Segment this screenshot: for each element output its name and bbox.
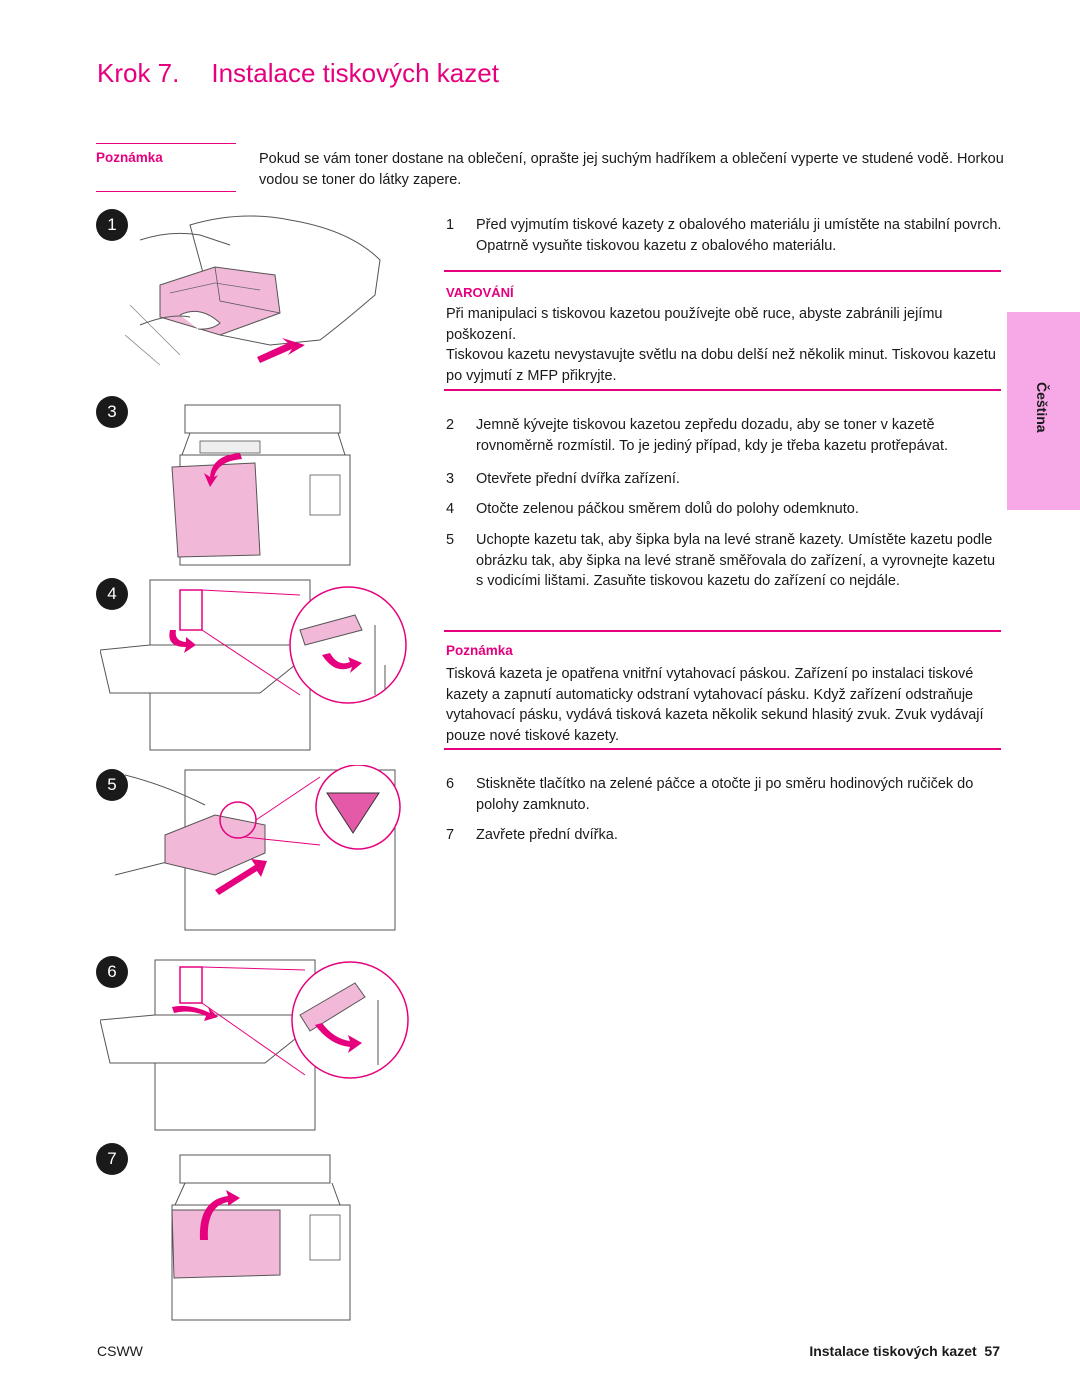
note-top-rule: [96, 143, 236, 144]
step-text: Otočte zelenou páčkou směrem dolů do pol…: [476, 501, 859, 517]
zoom-circle: [289, 586, 407, 704]
warning-line-2: Tiskovou kazetu nevystavujte světlu na d…: [446, 347, 996, 384]
step-2: 2 Jemně kývejte tiskovou kazetou zepředu…: [446, 415, 1002, 456]
language-tab: Čeština: [1007, 312, 1080, 510]
step-1: 1 Před vyjmutím tiskové kazety z obalové…: [446, 215, 1002, 256]
step-text: Otevřete přední dvířka zařízení.: [476, 471, 680, 487]
figure-badge-7: 7: [96, 1143, 128, 1175]
illustration-step-3: [171, 404, 351, 566]
step-text: Uchopte kazetu tak, aby šipka byla na le…: [476, 532, 996, 589]
arrow-icon: [315, 1023, 362, 1053]
figure-badge-3: 3: [96, 396, 128, 428]
cartridge-shape: [159, 266, 281, 336]
step-number: 6: [446, 776, 455, 792]
arrow-icon: [199, 1190, 240, 1240]
figure-badge-4: 4: [96, 578, 128, 610]
arrow-icon: [257, 338, 305, 363]
note2-top-rule: [444, 630, 1001, 632]
step-4: 4 Otočte zelenou páčkou směrem dolů do p…: [446, 499, 1002, 520]
page-title: Krok 7. Instalace tiskových kazet: [97, 58, 499, 89]
figure-badge-6: 6: [96, 956, 128, 988]
step-text: Před vyjmutím tiskové kazety z obalového…: [476, 217, 1002, 254]
language-tab-label: Čeština: [1034, 382, 1050, 433]
step-5: 5 Uchopte kazetu tak, aby šipka byla na …: [446, 530, 1002, 592]
step-text: Zavřete přední dvířka.: [476, 827, 618, 843]
step-text: Jemně kývejte tiskovou kazetou zepředu d…: [476, 417, 949, 454]
warning-top-rule: [444, 270, 1001, 272]
step-number: 3: [446, 471, 455, 487]
illustration-step-6: [100, 959, 409, 1131]
step-3: 3 Otevřete přední dvířka zařízení.: [446, 469, 1002, 490]
footer-left: CSWW: [97, 1343, 143, 1359]
figure-badge-1: 1: [96, 209, 128, 241]
footer-right: Instalace tiskových kazet 57: [809, 1343, 1000, 1359]
footer-section: Instalace tiskových kazet: [809, 1343, 977, 1359]
illustration-step-4: [100, 579, 407, 751]
title-text: Instalace tiskových kazet: [211, 58, 499, 88]
illustration-step-1: [124, 215, 381, 366]
step-number: 2: [446, 417, 455, 433]
page-number: 57: [984, 1343, 1000, 1359]
illustration-step-7: [171, 1154, 351, 1321]
warning-bottom-rule: [444, 389, 1001, 391]
illustration-step-5: [114, 765, 401, 931]
step-text: Stiskněte tlačítko na zelené páčce a oto…: [476, 776, 974, 813]
step-label: Krok 7.: [97, 58, 180, 88]
warning-label: VAROVÁNÍ: [446, 285, 514, 300]
step-7: 7 Zavřete přední dvířka.: [446, 825, 1002, 846]
zoom-circle: [291, 961, 409, 1079]
step-number: 4: [446, 501, 455, 517]
note2-bottom-rule: [444, 748, 1001, 750]
step-number: 5: [446, 532, 455, 548]
note-bottom-rule: [96, 191, 236, 192]
figure-badge-5: 5: [96, 769, 128, 801]
note-text: Pokud se vám toner dostane na oblečení, …: [259, 151, 1004, 188]
triangle-arrow-icon: [326, 792, 380, 834]
warning-line-1: Při manipulaci s tiskovou kazetou použív…: [446, 306, 943, 343]
note-label: Poznámka: [96, 150, 163, 165]
arrow-icon: [322, 653, 362, 673]
warning-text: Při manipulaci s tiskovou kazetou použív…: [446, 304, 1006, 386]
step-number: 1: [446, 217, 455, 233]
arrow-icon: [215, 859, 267, 895]
step-6: 6 Stiskněte tlačítko na zelené páčce a o…: [446, 774, 1002, 815]
step-number: 7: [446, 827, 455, 843]
note2-text: Tisková kazeta je opatřena vnitřní vytah…: [446, 666, 984, 744]
note2-label: Poznámka: [446, 643, 513, 658]
arrow-icon: [172, 1005, 218, 1021]
arrow-icon: [204, 453, 242, 487]
arrow-icon: [169, 630, 196, 653]
